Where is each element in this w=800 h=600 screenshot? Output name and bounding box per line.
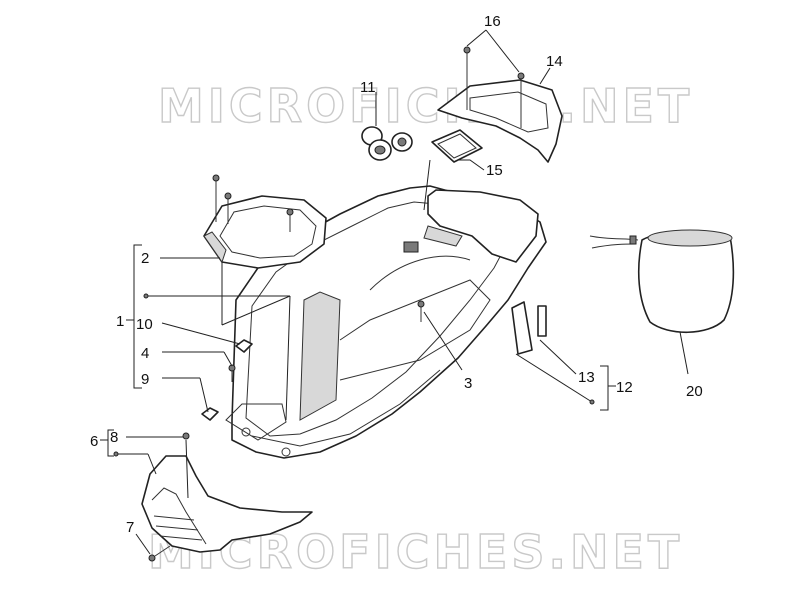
callout-8: 8 bbox=[110, 429, 118, 446]
callout-11: 11 bbox=[360, 79, 376, 96]
callout-3: 3 bbox=[464, 375, 472, 392]
callout-1: 1 bbox=[116, 313, 124, 330]
callout-14: 14 bbox=[546, 53, 563, 70]
clip-part-10 bbox=[235, 339, 253, 353]
callout-2: 2 bbox=[141, 250, 149, 267]
clip-part-9 bbox=[201, 407, 219, 421]
rear-cover-part-14 bbox=[437, 46, 563, 163]
callout-16: 16 bbox=[484, 13, 501, 30]
callout-13: 13 bbox=[578, 369, 595, 386]
fuse-part-13 bbox=[511, 301, 547, 355]
callout-4: 4 bbox=[141, 345, 149, 362]
callout-7: 7 bbox=[126, 519, 134, 536]
watermark-top: MICROFICHES.NET bbox=[158, 79, 693, 133]
callout-6: 6 bbox=[90, 433, 98, 450]
storage-bag-part-20 bbox=[589, 229, 735, 334]
callout-9: 9 bbox=[141, 371, 149, 388]
inner-cover-part-2 bbox=[203, 174, 327, 269]
callout-15: 15 bbox=[486, 162, 503, 179]
callout-10: 10 bbox=[136, 316, 153, 333]
callout-20: 20 bbox=[686, 383, 703, 400]
callout-labels: 2 1 10 4 9 6 8 7 11 16 14 15 3 13 12 20 bbox=[90, 13, 703, 536]
cover-plate-part-15 bbox=[431, 129, 483, 163]
socket-part-11 bbox=[361, 126, 413, 161]
front-grille-part-6 bbox=[141, 432, 313, 562]
callout-12: 12 bbox=[616, 379, 633, 396]
leader-lines bbox=[100, 29, 689, 555]
screw-part-3 bbox=[417, 300, 425, 322]
